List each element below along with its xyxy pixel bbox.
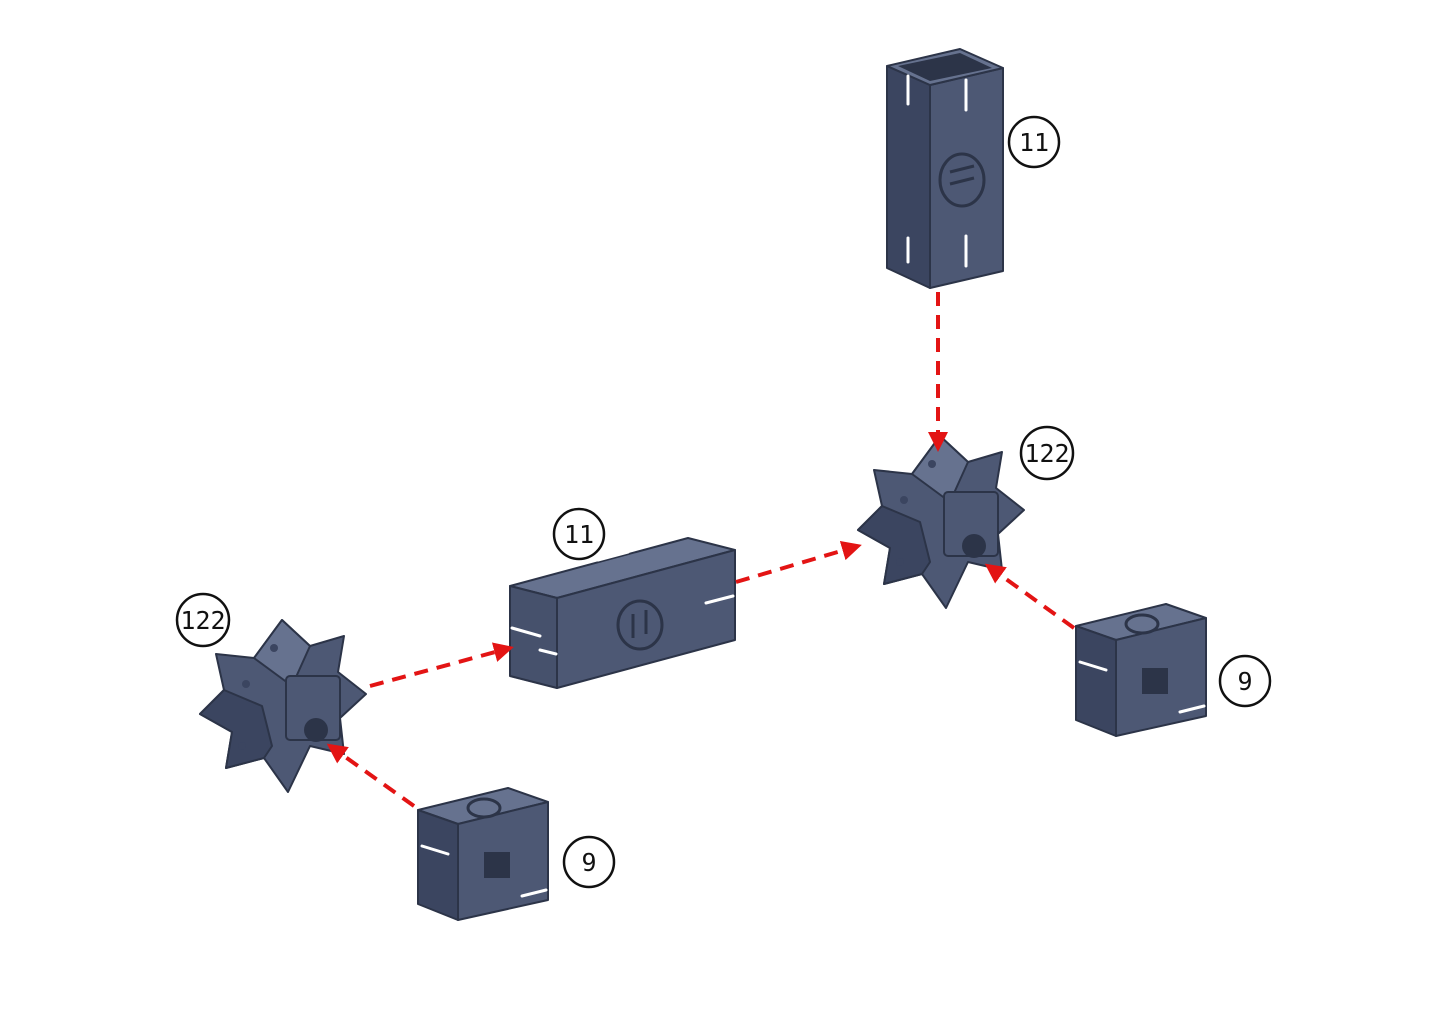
part-tube-vertical xyxy=(887,49,1003,288)
callout-label: 11 xyxy=(564,520,594,549)
hub-right-pin xyxy=(896,558,904,566)
callout: 9 xyxy=(1220,656,1270,706)
callout: 122 xyxy=(1021,427,1073,479)
callout-label: 9 xyxy=(1237,667,1252,696)
callout-label: 122 xyxy=(180,606,225,635)
part-block-right xyxy=(1076,604,1206,736)
callout-label: 122 xyxy=(1024,439,1069,468)
hub-right-socket xyxy=(962,534,986,558)
callout: 122 xyxy=(177,594,229,646)
arrow-block-right-to-hub-right xyxy=(988,566,1074,628)
block-right-window xyxy=(1142,668,1168,694)
tube-horizontal-end-face xyxy=(510,586,557,688)
hub-left-socket xyxy=(304,718,328,742)
part-block-left xyxy=(418,788,548,920)
callout: 11 xyxy=(554,509,604,559)
part-hub-left xyxy=(200,620,366,792)
arrow-block-left-to-hub-left xyxy=(330,746,414,806)
callout-label: 9 xyxy=(581,848,596,877)
block-right-left-face xyxy=(1076,626,1116,736)
hub-left-pin xyxy=(270,644,278,652)
hub-left-pin xyxy=(242,680,250,688)
hub-left-pin xyxy=(238,742,246,750)
block-left-window xyxy=(484,852,510,878)
part-hub-right xyxy=(858,436,1024,608)
hub-right-pin xyxy=(928,460,936,468)
callout: 9 xyxy=(564,837,614,887)
arrow-hub-left-to-tube-horizontal xyxy=(370,648,510,686)
part-tube-horizontal xyxy=(510,538,735,688)
block-left-left-face xyxy=(418,810,458,920)
hub-right-pin xyxy=(900,496,908,504)
callout: 11 xyxy=(1009,117,1059,167)
callout-label: 11 xyxy=(1019,128,1049,157)
arrow-tube-horizontal-to-hub-right xyxy=(736,546,858,582)
